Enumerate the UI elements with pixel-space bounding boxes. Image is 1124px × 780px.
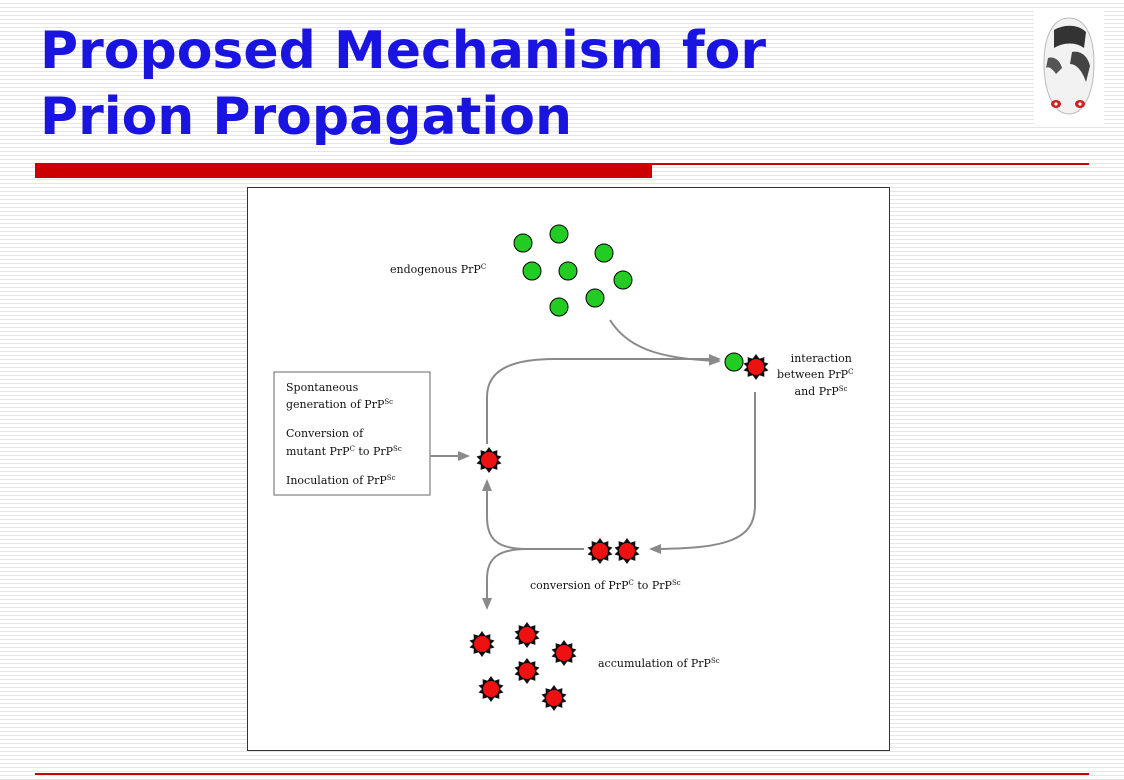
prpc-molecule [558,261,578,281]
endogenous-label: endogenous PrPC [390,263,486,276]
prpc-molecule [613,270,633,290]
slide-title: Proposed Mechanism for Prion Propagation [40,18,766,150]
prpsc-molecule [541,685,567,711]
prpsc-molecule [514,622,540,648]
footer-divider [35,773,1089,775]
conversion-pair [587,538,640,564]
spontaneous-generation-label: Spontaneous generation of PrPSc [286,381,393,411]
conversion-label: conversion of PrPC to PrPSc [530,579,681,592]
prpc-molecule [549,224,569,244]
accumulation-label: accumulation of PrPSc [598,657,720,670]
arrow-prpsc-to-interaction [486,354,721,444]
interaction-label: interaction between PrPC and PrPSc [777,352,857,398]
prpsc-molecule [614,538,640,564]
prpsc-molecule [469,631,495,657]
prpsc-accumulation-cluster [469,622,577,711]
mouse-icon [1034,8,1104,124]
prpc-molecule [513,233,533,253]
prion-mechanism-diagram: endogenous PrPC interaction between PrPC… [247,187,890,751]
title-line-2: Prion Propagation [40,87,572,147]
prpc-molecule [585,288,605,308]
inoculation-label: Inoculation of PrPSc [286,474,396,487]
arrow-interaction-to-conversion [649,392,756,554]
prpsc-molecule [478,676,504,702]
prpsc-molecule [743,354,769,380]
title-line-1: Proposed Mechanism for [40,21,766,81]
mutant-conversion-label: Conversion of mutant PrPC to PrPSc [286,427,402,458]
prpsc-sources-box: Spontaneous generation of PrPSc Conversi… [273,371,431,496]
prpsc-molecule [514,658,540,684]
prpc-molecule [549,297,569,317]
arrow-conversion-to-accumulation [482,548,528,610]
prpc-molecule [724,352,744,372]
prpc-molecule [522,261,542,281]
prpc-cluster [513,224,633,317]
title-divider-thin [652,163,1089,165]
interaction-pair [724,352,769,380]
prpsc-molecule [476,447,502,473]
prpc-molecule [594,243,614,263]
prpsc-molecule [551,640,577,666]
title-divider-thick [35,163,652,178]
prpsc-molecule [587,538,613,564]
